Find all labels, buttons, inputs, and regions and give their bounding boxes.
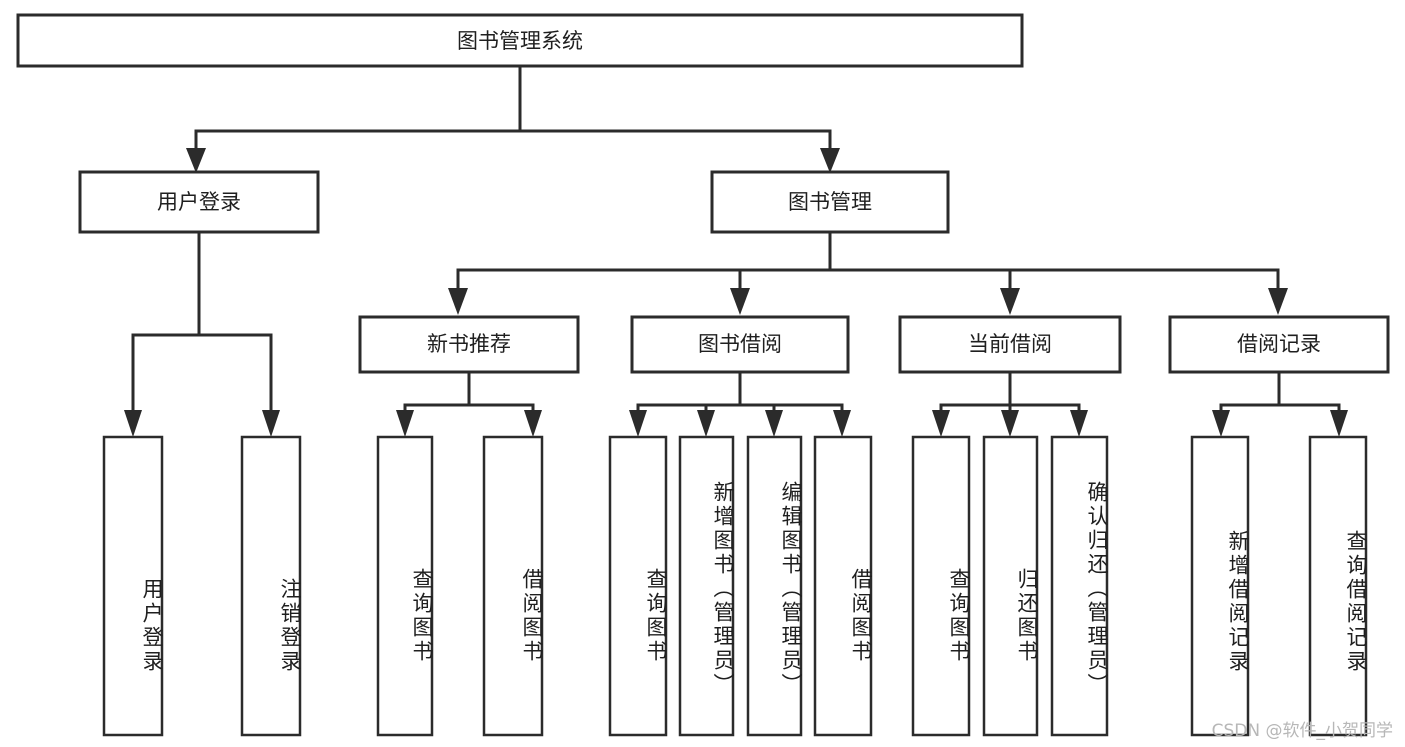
node-new-book-recommend-box[interactable] bbox=[358, 315, 580, 374]
arrow-head-icon bbox=[1001, 410, 1019, 437]
leaf-box-edit-book[interactable] bbox=[746, 435, 803, 737]
arrow-head-icon bbox=[765, 410, 783, 437]
connector-new-book-recommend-to-leaves bbox=[396, 370, 542, 437]
connector-borrow-record-to-leaves bbox=[1212, 370, 1348, 437]
node-current-borrow-label: 当前借阅 bbox=[968, 332, 1052, 356]
node-title-box[interactable] bbox=[16, 13, 1024, 68]
node-new-book-recommend[interactable]: 新书推荐 bbox=[358, 315, 580, 374]
arrow-head-icon bbox=[262, 410, 280, 437]
connector-user-login-to-leaves bbox=[124, 230, 280, 437]
arrow-head-icon bbox=[629, 410, 647, 437]
leaf-box-return-book[interactable] bbox=[982, 435, 1039, 737]
node-book-borrow[interactable]: 图书借阅 bbox=[630, 315, 850, 374]
arrow-head-icon bbox=[697, 410, 715, 437]
node-book-manage-label: 图书管理 bbox=[788, 190, 872, 214]
watermark-text: CSDN @软件_小贺同学 bbox=[1211, 721, 1393, 741]
node-title[interactable]: 图书管理系统 bbox=[16, 13, 1024, 68]
arrow-head-icon bbox=[448, 288, 468, 315]
node-title-label: 图书管理系统 bbox=[457, 29, 583, 53]
arrow-head-icon bbox=[524, 410, 542, 437]
arrow-head-icon bbox=[124, 410, 142, 437]
arrow-head-icon bbox=[820, 148, 840, 173]
leaf-box-borrow-book-1[interactable] bbox=[482, 435, 544, 737]
node-user-login[interactable]: 用户登录 bbox=[78, 170, 320, 234]
node-current-borrow-box[interactable] bbox=[898, 315, 1122, 374]
arrow-head-icon bbox=[1268, 288, 1288, 315]
leaf-box-query-book-1[interactable] bbox=[376, 435, 434, 737]
leaf-box-query-book-2[interactable] bbox=[608, 435, 668, 737]
leaf-box-add-record[interactable] bbox=[1190, 435, 1250, 737]
connector-book-borrow-to-leaves bbox=[629, 370, 851, 437]
arrow-head-icon bbox=[1212, 410, 1230, 437]
leaf-box-user-login[interactable] bbox=[102, 435, 164, 737]
arrow-head-icon bbox=[1000, 288, 1020, 315]
connector-root-to-level1 bbox=[186, 64, 840, 173]
arrow-head-icon bbox=[186, 148, 206, 173]
node-borrow-record-label: 借阅记录 bbox=[1237, 332, 1321, 356]
arrow-head-icon bbox=[1330, 410, 1348, 437]
leaf-box-borrow-book-2[interactable] bbox=[813, 435, 873, 737]
node-book-borrow-label: 图书借阅 bbox=[698, 332, 782, 356]
arrow-head-icon bbox=[730, 288, 750, 315]
connector-book-manage-to-level2 bbox=[448, 230, 1288, 315]
node-book-manage[interactable]: 图书管理 bbox=[710, 170, 950, 234]
node-user-login-label: 用户登录 bbox=[157, 190, 241, 214]
node-user-login-box[interactable] bbox=[78, 170, 320, 234]
connector-current-borrow-to-leaves bbox=[932, 370, 1088, 437]
node-current-borrow[interactable]: 当前借阅 bbox=[898, 315, 1122, 374]
leaf-box-add-book[interactable] bbox=[678, 435, 735, 737]
leaf-box-query-book-3[interactable] bbox=[911, 435, 971, 737]
node-new-book-recommend-label: 新书推荐 bbox=[427, 332, 511, 356]
leaf-box-query-record[interactable] bbox=[1308, 435, 1368, 737]
arrow-head-icon bbox=[396, 410, 414, 437]
node-borrow-record[interactable]: 借阅记录 bbox=[1168, 315, 1390, 374]
leaf-box-confirm-return[interactable] bbox=[1050, 435, 1109, 737]
arrow-head-icon bbox=[1070, 410, 1088, 437]
arrow-head-icon bbox=[932, 410, 950, 437]
leaf-box-logout-login[interactable] bbox=[240, 435, 302, 737]
arrow-head-icon bbox=[833, 410, 851, 437]
